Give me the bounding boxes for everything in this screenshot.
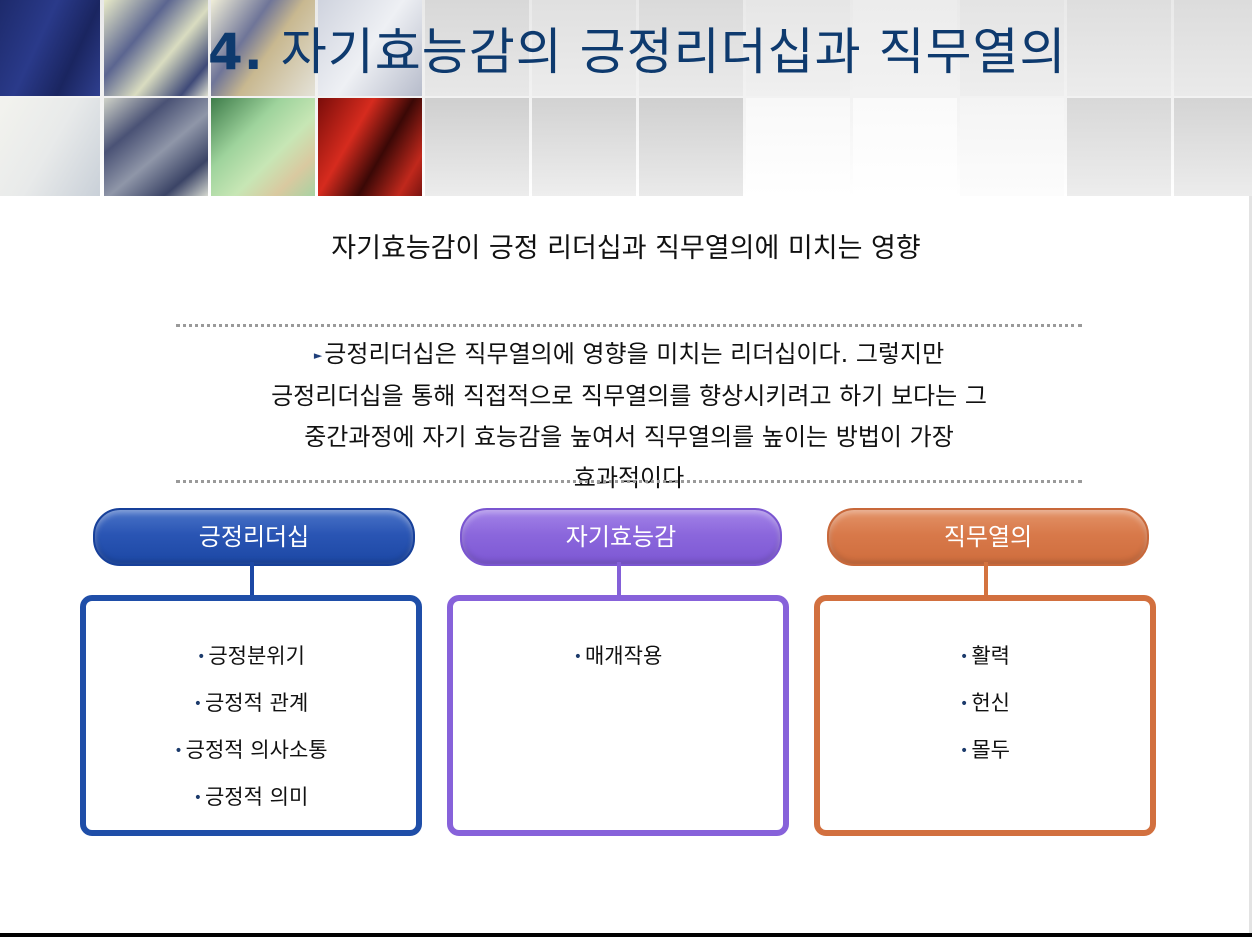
mosaic-tile — [211, 98, 315, 196]
item-list: •긍정분위기 •긍정적 관계 •긍정적 의사소통 •긍정적 의미 — [86, 633, 416, 821]
mosaic-tile — [532, 0, 636, 96]
mosaic-tile — [1174, 0, 1252, 96]
list-item: •헌신 — [960, 691, 1010, 715]
bullet-icon: • — [193, 790, 202, 806]
item-list: •매개작용 — [453, 633, 783, 680]
mosaic-tile — [1067, 98, 1171, 196]
mosaic-tile — [853, 0, 957, 96]
mosaic-tile — [639, 98, 743, 196]
item-box: •활력 •헌신 •몰두 — [814, 595, 1156, 836]
item-box: •긍정분위기 •긍정적 관계 •긍정적 의사소통 •긍정적 의미 — [80, 595, 422, 836]
mosaic-tile — [960, 98, 1064, 196]
list-item: •활력 — [960, 644, 1010, 668]
mosaic-tile — [532, 98, 636, 196]
mosaic-tile — [0, 0, 100, 96]
summary-line: ►긍정리더십은 직무열의에 영향을 미치는 리더십이다. 그렇지만 — [313, 340, 945, 368]
list-item: •몰두 — [960, 738, 1010, 762]
mosaic-tile — [318, 98, 422, 196]
list-item: •긍정적 의미 — [193, 785, 309, 809]
connector-line — [250, 562, 254, 595]
category-pill: 직무열의 — [827, 508, 1149, 566]
connector-line — [984, 562, 988, 595]
category-pill: 자기효능감 — [460, 508, 782, 566]
mosaic-tile — [853, 98, 957, 196]
mosaic-tile — [104, 0, 208, 96]
list-item: •매개작용 — [573, 644, 663, 668]
bullet-icon: • — [960, 696, 969, 712]
mosaic-tile — [1067, 0, 1171, 96]
mosaic-tile — [425, 98, 529, 196]
mosaic-tile — [639, 0, 743, 96]
dotted-divider-bottom — [176, 480, 1082, 483]
summary-text: ►긍정리더십은 직무열의에 영향을 미치는 리더십이다. 그렇지만 긍정리더십을… — [176, 334, 1082, 499]
bullet-icon: • — [960, 743, 969, 759]
header-banner: 4. 자기효능감의 긍정리더십과 직무열의 — [0, 0, 1252, 196]
bullet-icon: • — [174, 743, 183, 759]
mosaic-tile — [960, 0, 1064, 96]
bullet-icon: • — [573, 649, 582, 665]
category-pill: 긍정리더십 — [93, 508, 415, 566]
arrow-right-icon: ► — [313, 348, 323, 362]
column-work-engagement: 직무열의 •활력 •헌신 •몰두 — [814, 508, 1160, 840]
bullet-icon: • — [197, 649, 206, 665]
list-item: •긍정적 의사소통 — [174, 738, 328, 762]
mosaic-tile — [425, 0, 529, 96]
title-text: 자기효능감의 긍정리더십과 직무열의 — [263, 23, 1067, 81]
mosaic-tile — [746, 98, 850, 196]
right-edge-line — [1249, 196, 1252, 934]
mosaic-tile — [211, 0, 315, 96]
item-list: •활력 •헌신 •몰두 — [820, 633, 1150, 774]
mosaic-tile — [318, 0, 422, 96]
summary-line: 중간과정에 자기 효능감을 높여서 직무열의를 높이는 방법이 가장 — [304, 422, 954, 451]
subtitle: 자기효능감이 긍정 리더십과 직무열의에 미치는 영향 — [331, 233, 921, 264]
column-self-efficacy: 자기효능감 •매개작용 — [447, 508, 793, 840]
mosaic-tile — [0, 98, 100, 196]
connector-line — [617, 562, 621, 595]
bullet-icon: • — [960, 649, 969, 665]
list-item: •긍정분위기 — [197, 644, 305, 668]
mosaic-tile — [1174, 98, 1252, 196]
item-box: •매개작용 — [447, 595, 789, 836]
summary-line: 긍정리더십을 통해 직접적으로 직무열의를 향상시키려고 하기 보다는 그 — [271, 381, 987, 410]
dotted-divider-top — [176, 324, 1082, 327]
mosaic-tile — [104, 98, 208, 196]
list-item: •긍정적 관계 — [193, 691, 309, 715]
bottom-border — [0, 933, 1252, 937]
bullet-icon: • — [193, 696, 202, 712]
mosaic-tile — [746, 0, 850, 96]
title-number: 4. — [208, 23, 264, 81]
column-positive-leadership: 긍정리더십 •긍정분위기 •긍정적 관계 •긍정적 의사소통 •긍정적 의미 — [80, 508, 426, 840]
summary-line: 효과적이다 — [573, 463, 685, 492]
page-title: 4. 자기효능감의 긍정리더십과 직무열의 — [208, 12, 1066, 84]
